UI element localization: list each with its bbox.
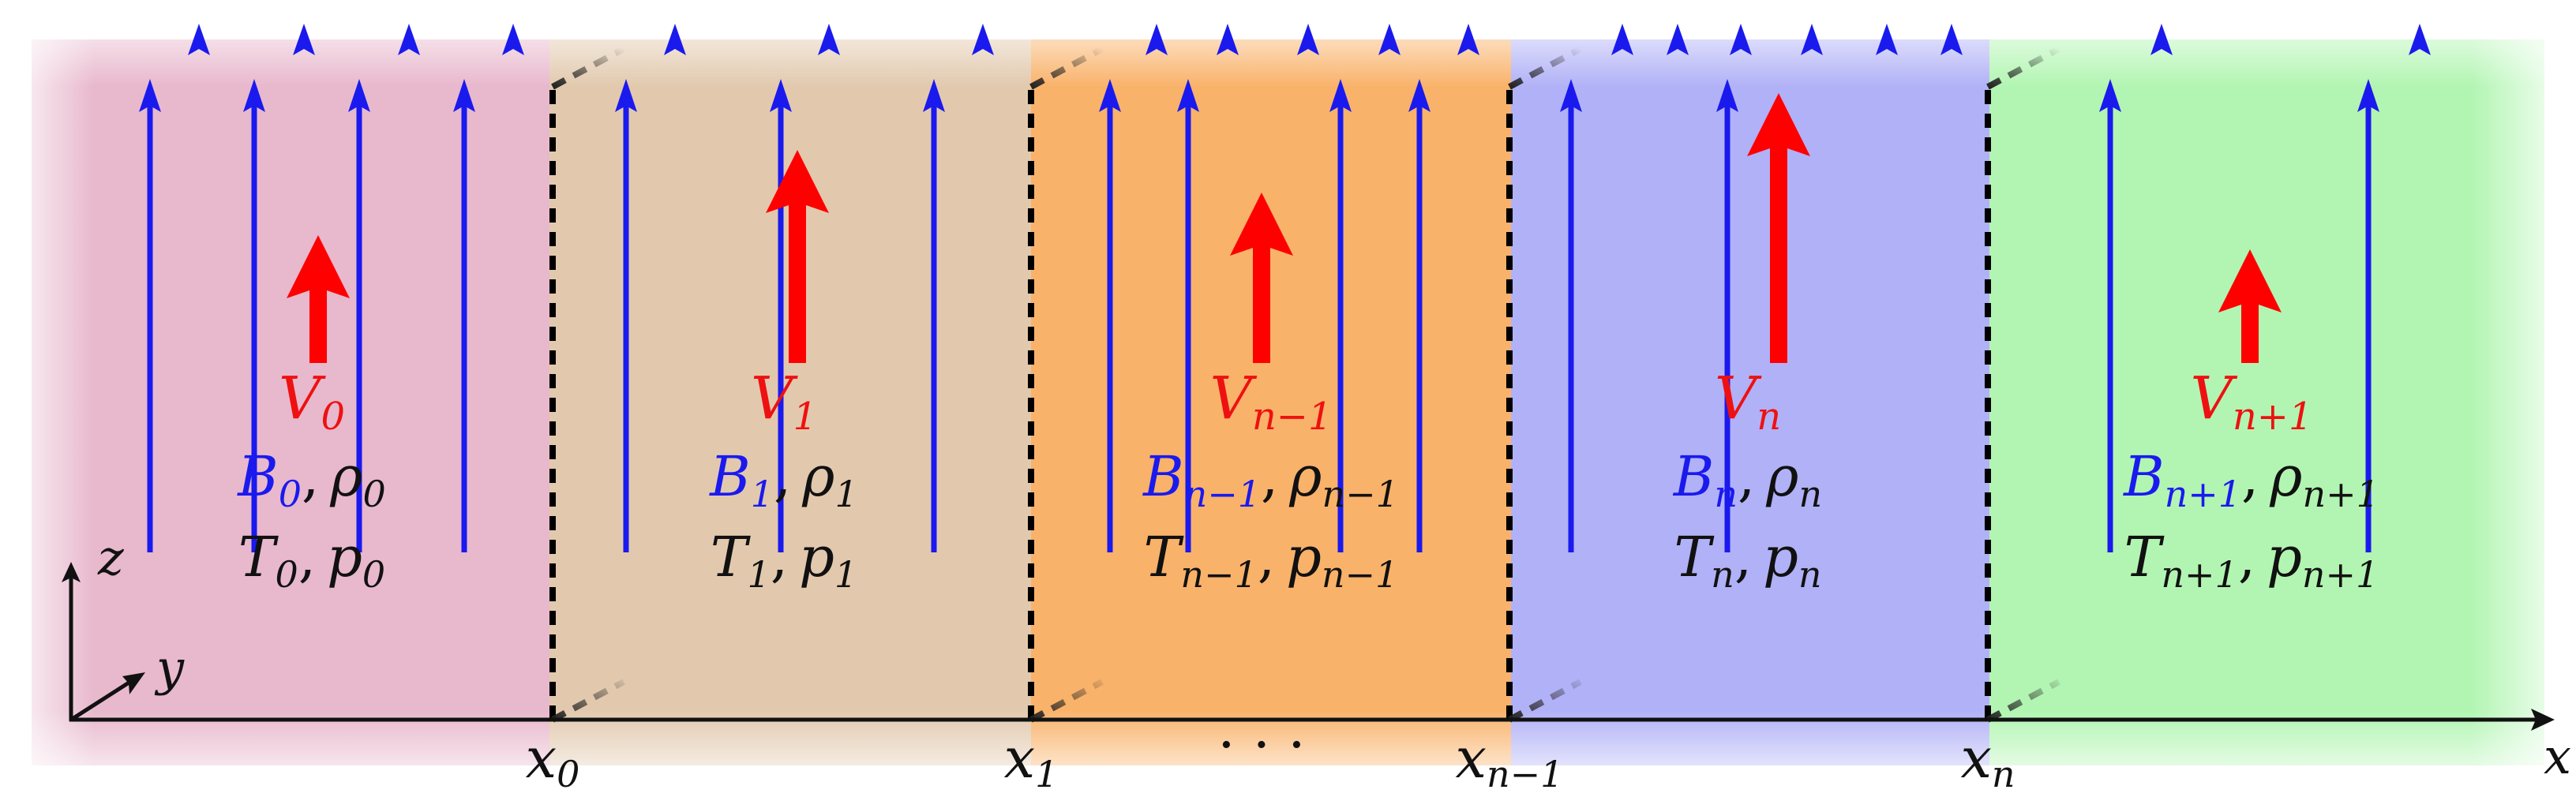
field-line-dashed-arrowhead (1611, 24, 1633, 55)
field-line-dashed-arrowhead (1457, 24, 1479, 55)
field-line-dashed-arrowhead (1940, 24, 1963, 55)
interface-planes (549, 46, 2060, 723)
field-line-dashed-arrowhead (1146, 24, 1168, 55)
region-0-field-density-label: B0,ρ0 (236, 444, 385, 515)
interface-label-x1: x1 (1004, 726, 1059, 795)
field-line-arrowhead (1560, 79, 1582, 112)
field-line-dashed-arrowhead (1801, 24, 1823, 55)
y-axis-arrowhead (122, 672, 145, 694)
field-line-dashed-arrowhead (1378, 24, 1400, 55)
field-line-dashed-arrowhead (2409, 24, 2431, 55)
interface-plane-bottom-edge (1986, 679, 2060, 723)
region-n-minus-1-field-density-label: Bn−1,ρn−1 (1142, 444, 1399, 515)
velocity-arrow-region-0 (287, 235, 350, 363)
region-1-temperature-pressure-label: T1,p1 (711, 525, 857, 596)
field-line-arrowhead (453, 79, 475, 112)
velocity-arrows (287, 93, 2282, 363)
region-n-field-density-label: Bn,ρn (1672, 444, 1822, 515)
field-line-dashed-arrowhead (664, 24, 686, 55)
field-line-dashed-arrowhead (1876, 24, 1898, 55)
x-axis-label: x (2544, 728, 2571, 785)
field-line-arrowhead (2099, 79, 2121, 112)
field-line-dashed-arrowhead (188, 24, 210, 55)
field-line-arrowhead (1329, 79, 1352, 112)
ellipsis-label: · · · (1217, 713, 1305, 777)
region-0-velocity-label: V0 (279, 365, 345, 439)
field-line-dashed-arrowhead (2150, 24, 2173, 55)
y-axis-line (69, 678, 134, 722)
z-axis-label: z (97, 529, 124, 586)
field-line-arrowhead (1408, 79, 1430, 112)
velocity-arrow-region-n-minus-1 (1230, 193, 1293, 363)
field-line-arrowhead (770, 79, 792, 112)
region-0-temperature-pressure-label: T0,p0 (238, 525, 385, 596)
field-line-arrowhead (2357, 79, 2379, 112)
x-axis-arrowhead (2531, 709, 2555, 731)
field-line-dashed-arrowhead (1667, 24, 1689, 55)
region-1-field-density-label: B1,ρ1 (708, 444, 857, 515)
field-line-arrowhead (615, 79, 637, 112)
region-backgrounds (32, 39, 2544, 765)
region-n-temperature-pressure-label: Tn,pn (1674, 525, 1821, 596)
field-line-dashed-arrowhead (398, 24, 420, 55)
interface-label-xn: xn (1960, 726, 2015, 795)
field-line-arrowhead (1716, 79, 1738, 112)
region-1-velocity-label: V1 (751, 365, 817, 439)
field-line-dashed-arrowhead (1297, 24, 1319, 55)
dashed-field-lines (188, 24, 2431, 694)
field-line-arrowhead (1177, 79, 1199, 112)
interface-plane-top-edge (1029, 46, 1104, 90)
velocity-arrow-region-1 (766, 150, 829, 363)
field-line-dashed-arrowhead (1217, 24, 1239, 55)
solid-field-lines (139, 79, 2379, 769)
velocity-arrow-region-n-plus-1 (2218, 249, 2282, 363)
interface-plane-bottom-edge (551, 679, 625, 723)
field-line-dashed-arrowhead (502, 24, 524, 55)
interface-plane-top-edge (1986, 46, 2060, 90)
interface-label-xn-minus-1: xn−1 (1456, 726, 1564, 795)
region-n-minus-1-temperature-pressure-label: Tn−1,pn−1 (1144, 525, 1399, 596)
region-n-velocity-label: Vn (1715, 365, 1781, 439)
field-line-dashed-arrowhead (1730, 24, 1752, 55)
field-line-arrowhead (348, 79, 370, 112)
y-axis-label: y (154, 639, 185, 697)
field-line-arrowhead (139, 79, 161, 112)
interface-plane-bottom-edge (1508, 679, 1582, 723)
field-line-arrowhead (243, 79, 265, 112)
region-labels: V0 B0,ρ0 T0,p0 V1 B1,ρ1 T1,p1 Vn−1 Bn−1,… (236, 365, 2379, 596)
field-line-arrowhead (923, 79, 945, 112)
z-axis-arrowhead (62, 562, 81, 582)
field-line-dashed-arrowhead (972, 24, 994, 55)
region-n-plus-1-temperature-pressure-label: Tn+1,pn+1 (2124, 525, 2379, 596)
region-n-plus-1-velocity-label: Vn+1 (2190, 365, 2312, 439)
region-1-background (549, 39, 1031, 765)
region-n-minus-1-velocity-label: Vn−1 (1209, 365, 1332, 439)
field-line-arrowhead (1099, 79, 1121, 112)
field-line-dashed-arrowhead (293, 24, 315, 55)
region-n-plus-1-background (1989, 39, 2544, 765)
interface-plane-bottom-edge (1029, 679, 1104, 723)
coordinate-axes: x y z (62, 529, 2571, 785)
interface-labels: x0 x1 xn−1 xn · · · (526, 713, 2015, 795)
interface-plane-top-edge (551, 46, 625, 90)
velocity-arrow-region-n (1747, 93, 1810, 363)
region-n-background (1511, 39, 1989, 765)
interface-label-x0: x0 (526, 726, 580, 795)
interface-plane-top-edge (1508, 46, 1582, 90)
region-n-plus-1-field-density-label: Bn+1,ρn+1 (2122, 444, 2379, 515)
field-line-dashed-arrowhead (818, 24, 840, 55)
